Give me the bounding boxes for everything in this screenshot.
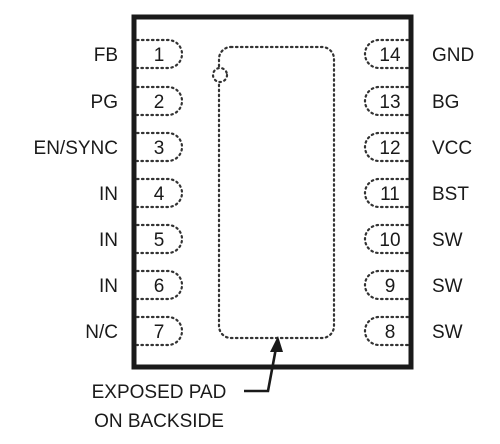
pin-pad-14 [363,38,410,70]
pin-7: 7 N/C [85,315,184,347]
pin-2: 2 PG [91,85,184,117]
pin-11: 11 BST [363,177,469,209]
pin-6: 6 IN [99,269,184,301]
pin-12: 12 VCC [363,131,472,163]
pin-label: IN [99,184,118,205]
pin-14: 14 GND [363,38,474,70]
pin-pad-10 [363,223,410,255]
pin-label: IN [99,230,118,251]
pin-label: FB [94,45,118,66]
pin-10: 10 SW [363,223,463,255]
pin-pad-7 [135,315,184,347]
pin-pad-2 [135,85,184,117]
pin-pad-11 [363,177,410,209]
pin-label: PG [91,92,118,113]
pin-number: 6 [154,276,165,297]
pin-label: GND [432,45,474,66]
pin-pad-4 [135,177,184,209]
pin-pad-9 [363,269,410,301]
package-outline [131,14,414,370]
pin-label: SW [432,322,463,343]
pin-pad-13 [363,85,410,117]
pin-number: 2 [154,92,165,113]
pin-pad-5 [135,223,184,255]
pin-pad-12 [363,131,410,163]
pin-number: 10 [379,230,400,251]
pin-pad-6 [135,269,184,301]
pin-number: 11 [380,184,400,205]
pin-4: 4 IN [99,177,184,209]
exposed-pad-leader-line [244,347,278,393]
pin-label: IN [99,276,118,297]
pin-1: 1 FB [94,38,184,70]
pin-number: 5 [154,230,165,251]
pin-3: 3 EN/SYNC [34,131,184,163]
pin-5: 5 IN [99,223,184,255]
pin-pad-8 [363,315,410,347]
pin-number: 7 [154,322,165,343]
exposed-pad-label-line1: EXPOSED PAD [92,382,227,403]
pin-number: 9 [385,276,396,297]
pin-label: VCC [432,138,472,159]
pin-number: 12 [379,138,400,159]
pin-number: 1 [154,45,165,66]
pin-label: EN/SYNC [34,138,118,159]
pin-13: 13 BG [363,85,459,117]
pin-pad-3 [135,131,184,163]
pin-number: 14 [379,45,401,66]
pin-9: 9 SW [363,269,463,301]
pin-label: BST [432,184,469,205]
pin-label: BG [432,92,459,113]
pin-number: 3 [154,138,165,159]
pin-number: 4 [154,184,165,205]
pin-pad-1 [135,38,184,70]
pin-label: SW [432,276,463,297]
pin-number: 13 [379,92,400,113]
pin1-marker-icon [211,66,229,84]
pin-label: N/C [85,322,118,343]
pin-number: 8 [385,322,396,343]
pin-label: SW [432,230,463,251]
exposed-pad [217,45,336,340]
exposed-pad-arrowhead-icon [270,336,283,352]
exposed-pad-label-line2: ON BACKSIDE [94,411,224,432]
pin-8: 8 SW [363,315,463,347]
